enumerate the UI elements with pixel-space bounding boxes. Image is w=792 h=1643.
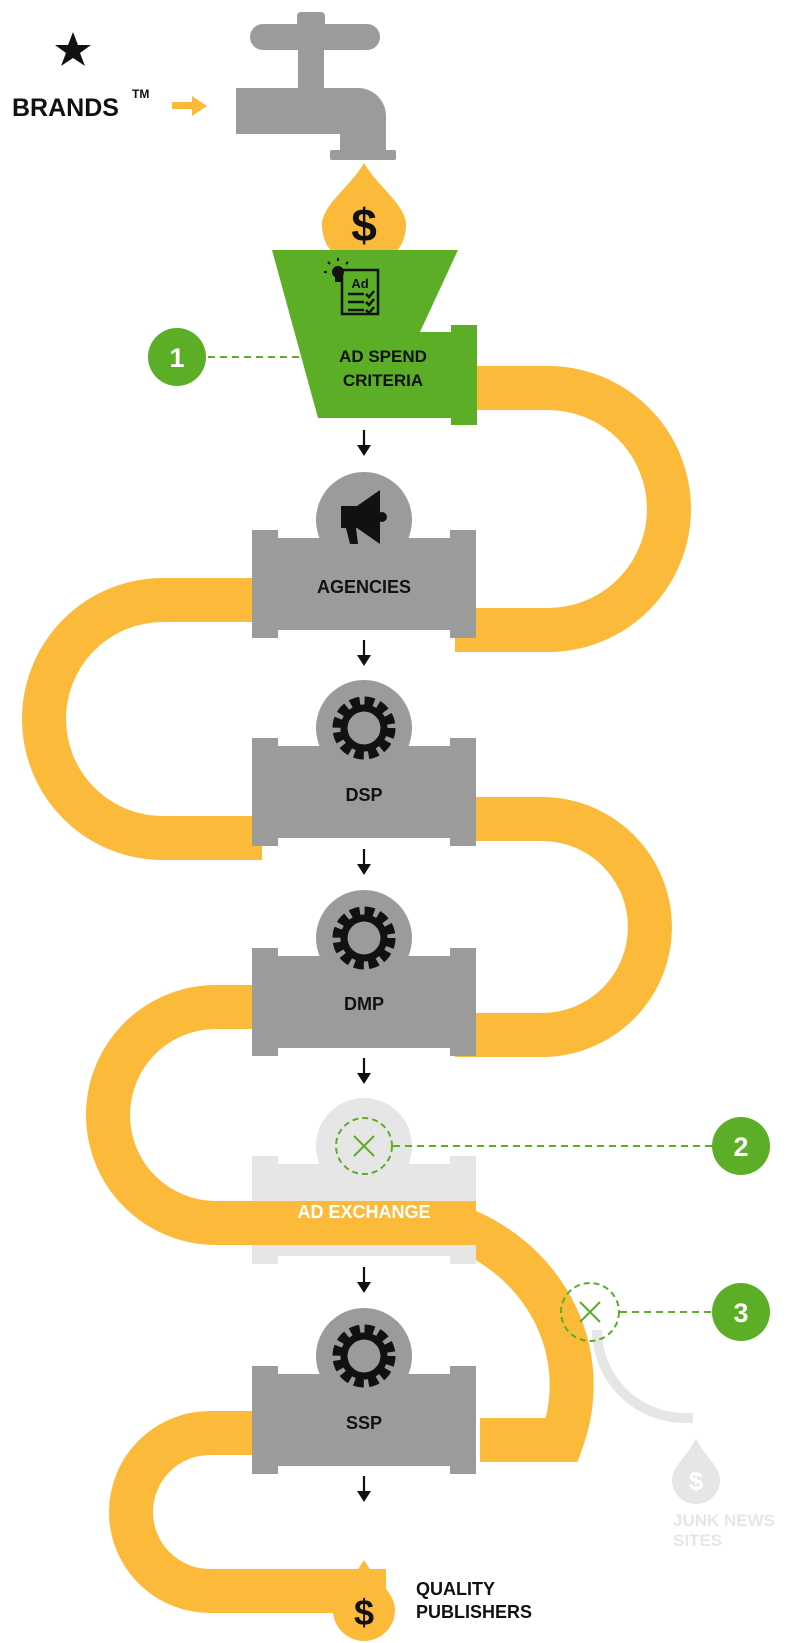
brand-block: BRANDS TM: [12, 32, 207, 122]
brand-label: BRANDS: [12, 94, 119, 122]
stage-dmp: DMP: [252, 890, 476, 1056]
junk-news-label-line-1: JUNK NEWS: [673, 1511, 775, 1530]
stage-dsp: DSP: [252, 680, 476, 846]
junk-news-label-line-2: SITES: [673, 1531, 722, 1550]
ad-spend-criteria-funnel: Ad AD SPEND CRITERIA: [272, 250, 477, 425]
marker-1-number: 1: [169, 343, 184, 373]
pipe-segment-dsp-dmp: [455, 797, 672, 1057]
money-drop-symbol: $: [351, 199, 377, 251]
money-drop-icon: $: [322, 163, 406, 267]
stage-agencies: AGENCIES: [252, 472, 476, 638]
publisher-money-drop-icon: $: [333, 1560, 395, 1641]
junk-money-drop-icon: $: [672, 1438, 720, 1504]
marker-3-number: 3: [733, 1298, 748, 1328]
criteria-label-line-2: CRITERIA: [343, 371, 423, 390]
pipe-segment-dmp-ssp: [86, 985, 594, 1462]
criteria-label-line-1: AD SPEND: [339, 347, 427, 366]
flow-arrow-5: [357, 1267, 371, 1293]
flow-arrow-1: [357, 430, 371, 456]
marker-2-number: 2: [733, 1132, 748, 1162]
star-icon: [55, 32, 91, 66]
ad-icon-text: Ad: [351, 276, 368, 291]
stage-ad-exchange: AD EXCHANGE: [252, 1098, 476, 1264]
lightbulb-icon: [324, 258, 349, 282]
stage-ssp: SSP: [252, 1308, 476, 1474]
flow-arrow-4: [357, 1058, 371, 1084]
junk-money-drop-symbol: $: [689, 1466, 704, 1496]
marker-3-badge: [712, 1283, 770, 1341]
money-flow-pipe: [22, 366, 691, 1613]
pipe-segment-agencies-dsp: [22, 578, 262, 860]
brand-trademark: TM: [132, 87, 149, 101]
flow-arrow-6: [357, 1476, 371, 1502]
dmp-label: DMP: [344, 994, 384, 1014]
tap-icon: [236, 12, 396, 160]
flow-arrow-2: [357, 640, 371, 666]
ad-exchange-bypass-pipe: [252, 1201, 476, 1245]
dsp-label: DSP: [345, 785, 382, 805]
marker-1-badge: [148, 328, 206, 386]
ad-exchange-label: AD EXCHANGE: [297, 1202, 430, 1222]
pipe-segment-ssp-publishers: [109, 1411, 386, 1613]
megaphone-icon: [341, 490, 387, 544]
quality-publishers-label-line-1: QUALITY: [416, 1579, 495, 1599]
ad-checklist-icon: [340, 268, 380, 316]
junk-news-branch-pipe: [592, 1329, 693, 1423]
agencies-label: AGENCIES: [317, 577, 411, 597]
arrow-right-icon: [172, 96, 207, 116]
flow-arrow-3: [357, 849, 371, 875]
publisher-money-drop-symbol: $: [354, 1592, 374, 1633]
blocked-x-icon: [560, 1282, 620, 1342]
blocked-x-icon: [335, 1117, 393, 1175]
gear-icon: [332, 906, 396, 970]
flow-arrows: [357, 430, 371, 1502]
gear-icon: [332, 1324, 396, 1388]
ssp-label: SSP: [346, 1413, 382, 1433]
marker-2-badge: [712, 1117, 770, 1175]
pipe-segment-criteria-agencies: [455, 366, 691, 652]
gear-icon: [332, 696, 396, 760]
quality-publishers-label-line-2: PUBLISHERS: [416, 1602, 532, 1622]
